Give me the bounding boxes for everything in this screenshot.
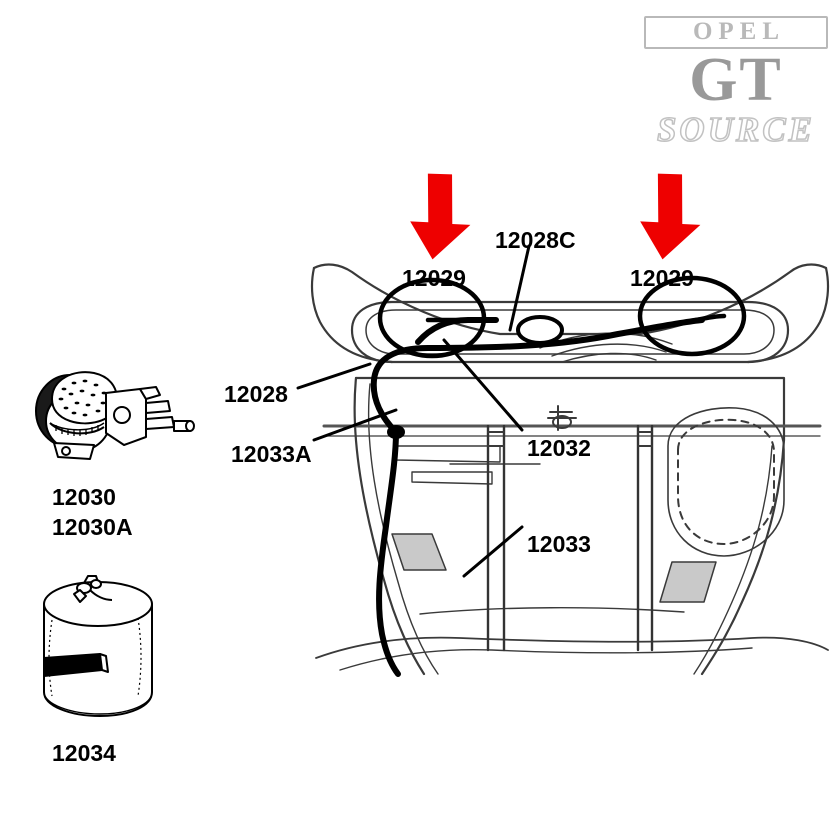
right-recess-outline xyxy=(667,407,785,557)
left-panel-slot-2 xyxy=(411,471,493,485)
right-vent-block xyxy=(659,561,717,603)
right-recess-dashed xyxy=(677,418,775,545)
hood-latch-bracket xyxy=(547,405,577,431)
pump-terminal-top xyxy=(139,386,161,400)
brand-opel-text: OPEL xyxy=(644,16,828,50)
hood-left-corner xyxy=(310,266,394,364)
nozzle-highlight-circle-right xyxy=(637,275,747,357)
washer-bottle-drawing xyxy=(43,575,153,717)
bottle-strap-end xyxy=(99,653,109,673)
callout-label-12029-left: 12029 xyxy=(402,265,466,291)
part-label-12030A: 12030A xyxy=(52,514,133,540)
left-vent-block xyxy=(391,533,447,571)
cowl-crease-2 xyxy=(551,343,667,357)
bottle-tube xyxy=(89,589,113,601)
pump-terminal-2 xyxy=(145,416,175,430)
hose-12033-down xyxy=(376,429,401,677)
bottle-clip xyxy=(73,589,87,603)
part-label-12030: 12030 xyxy=(52,484,116,510)
callout-label-12029-right: 12029 xyxy=(630,265,694,291)
hood-right-corner xyxy=(746,266,830,364)
callout-label-12033A: 12033A xyxy=(231,441,312,467)
pump-outlet-tip xyxy=(185,420,195,432)
bottle-right-shade xyxy=(137,617,142,697)
hood-frame-right-rail xyxy=(700,438,786,676)
washer-pump-drawing xyxy=(35,371,195,460)
brand-source-text: SOURCE xyxy=(656,110,816,150)
hose-tee-12032 xyxy=(516,315,564,345)
hood-stop-post-right xyxy=(636,424,654,652)
hood-stop-post-left xyxy=(486,424,506,652)
pump-switch-port xyxy=(113,406,131,424)
lower-body-line-2 xyxy=(339,647,753,671)
pump-ring-2 xyxy=(49,422,105,431)
part-label-12034: 12034 xyxy=(52,740,116,766)
pump-mount-hole xyxy=(61,446,71,456)
pump-mount-foot xyxy=(53,442,95,460)
brand-gt-text: GT xyxy=(689,46,783,115)
hose-12028-left-curve xyxy=(370,345,431,435)
post-right-detail xyxy=(637,431,653,447)
bottle-bottom-edge xyxy=(43,691,153,715)
cowl-plenum-opening xyxy=(350,300,790,364)
callout-label-12032: 12032 xyxy=(527,435,591,461)
callout-label-12028C: 12028C xyxy=(495,227,576,253)
callout-label-12028: 12028 xyxy=(224,381,288,407)
cowl-crease-3 xyxy=(561,352,657,363)
hood-latch-hole xyxy=(552,415,572,429)
nozzle-highlight-circle-left xyxy=(377,277,487,359)
hood-top-edge xyxy=(312,263,828,336)
post-left-detail xyxy=(487,431,505,447)
pump-ring-ribs xyxy=(55,425,99,436)
bottle-fitting xyxy=(90,579,102,589)
left-panel-slot-1 xyxy=(395,445,501,463)
lower-body-line-1 xyxy=(315,636,829,659)
callout-label-12033: 12033 xyxy=(527,531,591,557)
hose-stub-right-nozzle xyxy=(693,313,727,323)
lower-body-line-3 xyxy=(419,607,685,615)
hood-assembly-drawing xyxy=(310,263,830,677)
pump-dome-speckles xyxy=(58,379,107,417)
bottle-cap-loop xyxy=(83,575,99,584)
pump-terminal-1 xyxy=(145,400,171,414)
hose-connector-12033A xyxy=(387,425,405,439)
hood-frame-right-rail-inner xyxy=(693,445,773,675)
hood-frame-top-rail xyxy=(354,376,786,442)
brand-logo: OPEL GT SOURCE xyxy=(636,8,836,164)
